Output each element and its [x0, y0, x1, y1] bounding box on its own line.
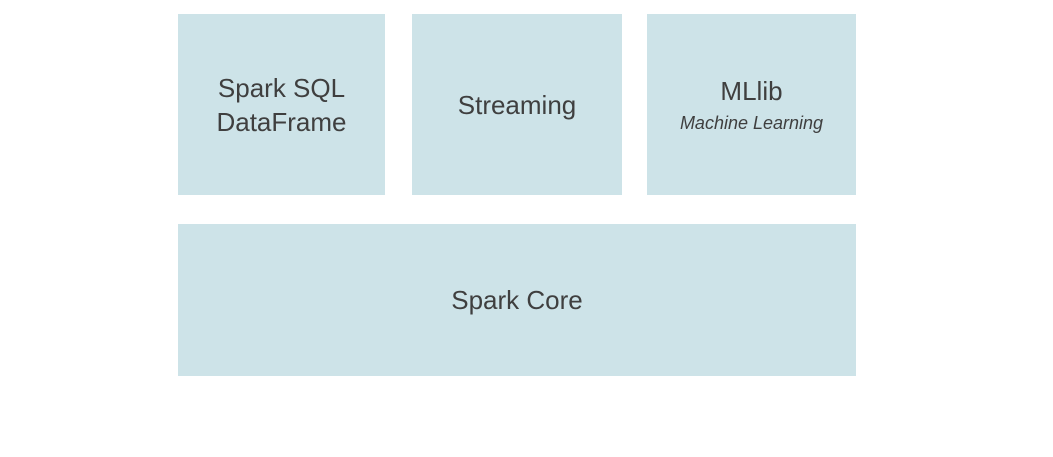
box-spark-core-title-line-1: Spark Core: [451, 285, 583, 315]
box-streaming-title-line-1: Streaming: [457, 89, 577, 120]
box-spark-sql-title-line-2: DataFrame: [216, 106, 347, 137]
box-spark-sql: Spark SQL DataFrame: [178, 14, 385, 195]
box-spark-sql-title-line-1: Spark SQL: [217, 72, 346, 103]
box-streaming: Streaming: [412, 14, 622, 195]
box-mllib-title-line-1: MLlib: [720, 75, 783, 106]
box-mllib: MLlib Machine Learning: [647, 14, 856, 195]
box-mllib-title: MLlib: [720, 74, 782, 108]
box-spark-sql-title: Spark SQL DataFrame: [216, 71, 346, 139]
box-spark-core-title: Spark Core: [451, 283, 583, 317]
box-streaming-title: Streaming: [458, 88, 577, 122]
box-mllib-subtitle: Machine Learning: [679, 112, 824, 133]
box-spark-core: Spark Core: [178, 224, 856, 376]
